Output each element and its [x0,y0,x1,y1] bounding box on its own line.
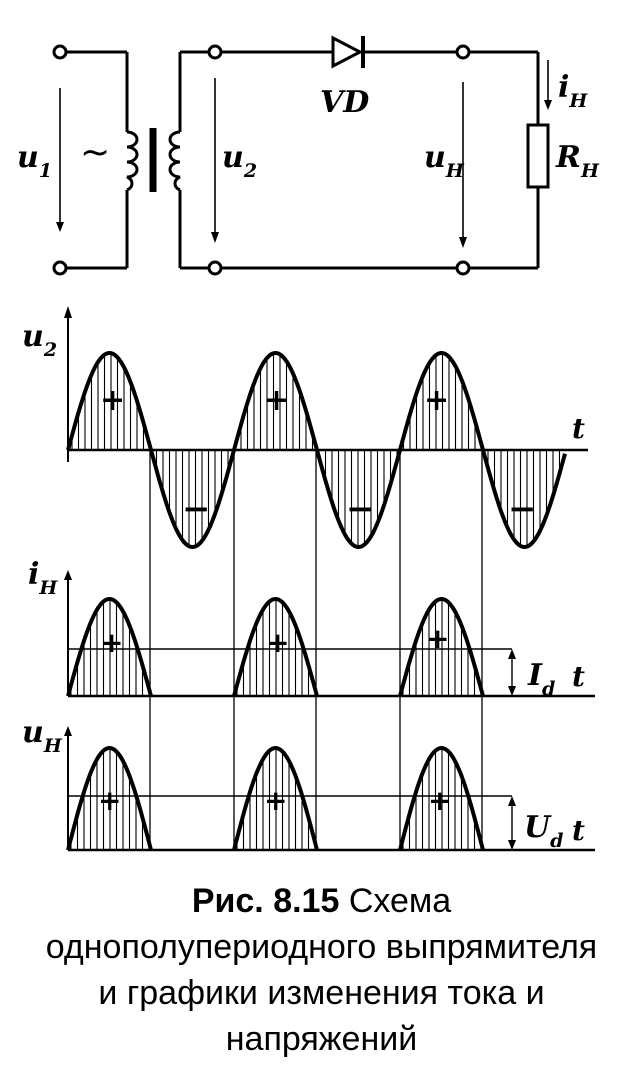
u2-axis-arrow [64,306,72,318]
rh-label: RH [555,140,600,182]
uh-pulse-3 [398,746,485,851]
uh-pulse-2 [232,746,319,851]
ih-pulse-3 [398,597,485,697]
ih-plus-1: + [100,626,123,659]
caption-line-4: напряжений [225,1020,418,1058]
diode-label: VD [320,85,369,120]
caption-line-2: однополупериодного выпрямителя [45,928,598,966]
terminal-sec-bottom [207,260,223,276]
graph-ih-label: iH [28,557,58,599]
ih-arrow-head [544,100,552,110]
u2-arrow-head [211,232,219,243]
ih-plus-3: + [426,622,449,655]
u1-label: u1 [17,140,52,182]
Ud-label: Ud [524,810,563,852]
t-label-u2: t [572,412,585,445]
primary-winding [126,130,139,192]
ih-dimension-arrow-up [508,649,516,659]
u2-waveform [66,351,567,549]
uh-label: uH [424,140,465,182]
graph-uh-label: uH [22,715,63,757]
u2-minus-1: − [182,489,211,529]
u2-plus-1: + [100,383,125,418]
uh-pulse-1 [66,746,153,851]
terminal-in-bottom [52,260,68,276]
t-label-uh: t [572,814,585,847]
diode-triangle [331,35,364,69]
uh-dimension-arrow-down [508,840,516,850]
waveform-graphs [64,306,595,852]
caption-line-3: и графики изменения тока и [98,974,545,1012]
terminal-sec-top [207,44,223,60]
u2-plus-3: + [424,383,449,418]
u2-minus-2: − [346,489,375,529]
uh-plus-3: + [428,784,451,817]
uh-plus-1: + [98,784,121,817]
rectifier-figure: ~ u1 u2 uH iH RH VD u2 iH uH t t t Id Ud… [17,35,600,852]
u1-arrow-head [56,222,64,232]
caption-figure-number: Рис. 8.15 [191,882,340,920]
circuit-diagram [52,35,552,276]
ih-dimension-arrow-down [508,686,516,696]
ih-plus-2: + [266,626,289,659]
terminal-in-top [52,44,68,60]
uh-axis-arrow [64,726,72,736]
t-label-ih: t [572,660,585,693]
u2-label: u2 [222,140,257,182]
ih-axis-arrow [64,570,72,580]
uh-arrow-head [459,237,467,248]
caption-line-1-rest: Схема [339,882,452,920]
u2-minus-3: − [508,489,537,529]
secondary-winding [168,130,181,192]
ih-label: iH [558,70,588,112]
figure-caption: Рис. 8.15 Схема однополупериодного выпря… [0,878,643,1062]
load-resistor [526,123,550,189]
terminal-out-bottom [455,260,471,276]
caption-line-1: Рис. 8.15 Схема [0,878,643,924]
source-symbol: ~ [80,132,110,173]
graph-u2-label: u2 [22,319,57,361]
terminal-out-top [455,44,471,60]
uh-plus-2: + [264,784,287,817]
ih-pulse-2 [232,597,319,697]
u2-plus-2: + [264,383,289,418]
ih-pulse-1 [66,597,153,697]
uh-dimension-arrow-up [508,796,516,806]
Id-label: Id [527,658,555,700]
